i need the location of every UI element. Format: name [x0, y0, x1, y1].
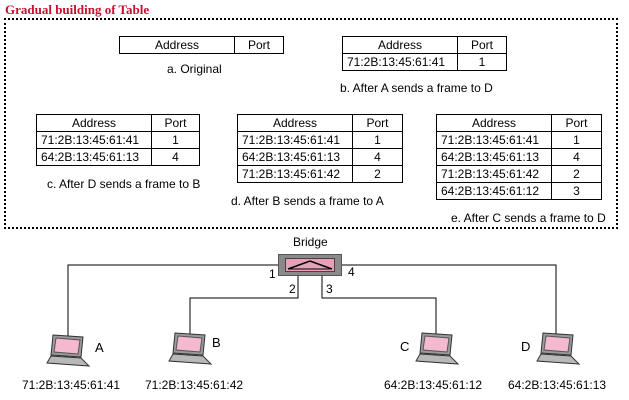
port-number: 4 [348, 265, 355, 279]
figure-title: Gradual building of Table [5, 2, 150, 17]
station-address: 64:2B:13:45:61:12 [384, 378, 483, 392]
bridge-label: Bridge [293, 235, 328, 249]
port-cell: 3 [551, 182, 602, 200]
table-after-d: Address Port 71:2B:13:45:61:41 1 64:2B:1… [36, 114, 200, 166]
table-caption: d. After B sends a frame to A [231, 194, 384, 208]
table-after-c: Address Port 71:2B:13:45:61:41 1 64:2B:1… [436, 114, 602, 200]
port-cell: 1 [457, 53, 507, 71]
address-cell: 71:2B:13:45:61:41 [342, 53, 458, 71]
address-cell: 71:2B:13:45:61:41 [436, 131, 552, 149]
laptop-icon [536, 332, 581, 365]
link-port-3 [321, 276, 437, 335]
table-caption: a. Original [167, 62, 222, 76]
table-row: 71:2B:13:45:61:41 1 [342, 53, 507, 71]
table-original: Address Port [119, 36, 284, 54]
address-header: Address [342, 36, 458, 54]
port-header: Port [234, 36, 284, 54]
port-header: Port [151, 114, 200, 132]
table-caption: b. After A sends a frame to D [340, 81, 493, 95]
bridge-device [278, 254, 342, 276]
port-number: 3 [326, 282, 333, 296]
address-cell: 64:2B:13:45:61:13 [36, 148, 152, 166]
station-address: 71:2B:13:45:61:41 [22, 378, 121, 392]
link-port-4 [342, 264, 557, 335]
bridge-arrow-icon [287, 260, 333, 270]
port-cell: 4 [151, 148, 200, 166]
table-after-b: Address Port 71:2B:13:45:61:41 1 64:2B:1… [237, 114, 403, 183]
laptop-icon [46, 334, 91, 367]
link-port-2 [189, 276, 299, 335]
address-cell: 64:2B:13:45:61:12 [436, 182, 552, 200]
station-address: 71:2B:13:45:61:42 [145, 378, 244, 392]
address-header: Address [36, 114, 152, 132]
table-row: 71:2B:13:45:61:41 1 [237, 131, 403, 149]
table-row: 71:2B:13:45:61:42 2 [436, 165, 602, 183]
port-header: Port [551, 114, 602, 132]
port-number: 1 [269, 267, 276, 281]
laptop-icon [415, 332, 460, 365]
address-cell: 71:2B:13:45:61:41 [237, 131, 353, 149]
station-letter: C [400, 339, 410, 354]
table-row: 64:2B:13:45:61:12 3 [436, 182, 602, 200]
table-row: 71:2B:13:45:61:41 1 [36, 131, 200, 149]
port-number: 2 [289, 282, 296, 296]
port-header: Port [352, 114, 403, 132]
station-address: 64:2B:13:45:61:13 [508, 378, 607, 392]
link-port-1 [67, 264, 278, 340]
laptop-icon [168, 332, 213, 365]
table-caption: e. After C sends a frame to D [451, 211, 606, 225]
table-row: 71:2B:13:45:61:42 2 [237, 165, 403, 183]
table-caption: c. After D sends a frame to B [47, 177, 201, 191]
station-letter: A [95, 340, 104, 355]
station-letter: D [521, 339, 531, 354]
station-letter: B [212, 335, 221, 350]
address-cell: 71:2B:13:45:61:42 [237, 165, 353, 183]
port-cell: 2 [352, 165, 403, 183]
bridge-window [285, 258, 335, 272]
tables-frame [4, 18, 618, 229]
table-after-a: Address Port 71:2B:13:45:61:41 1 [342, 36, 507, 71]
table-row: 64:2B:13:45:61:13 4 [36, 148, 200, 166]
